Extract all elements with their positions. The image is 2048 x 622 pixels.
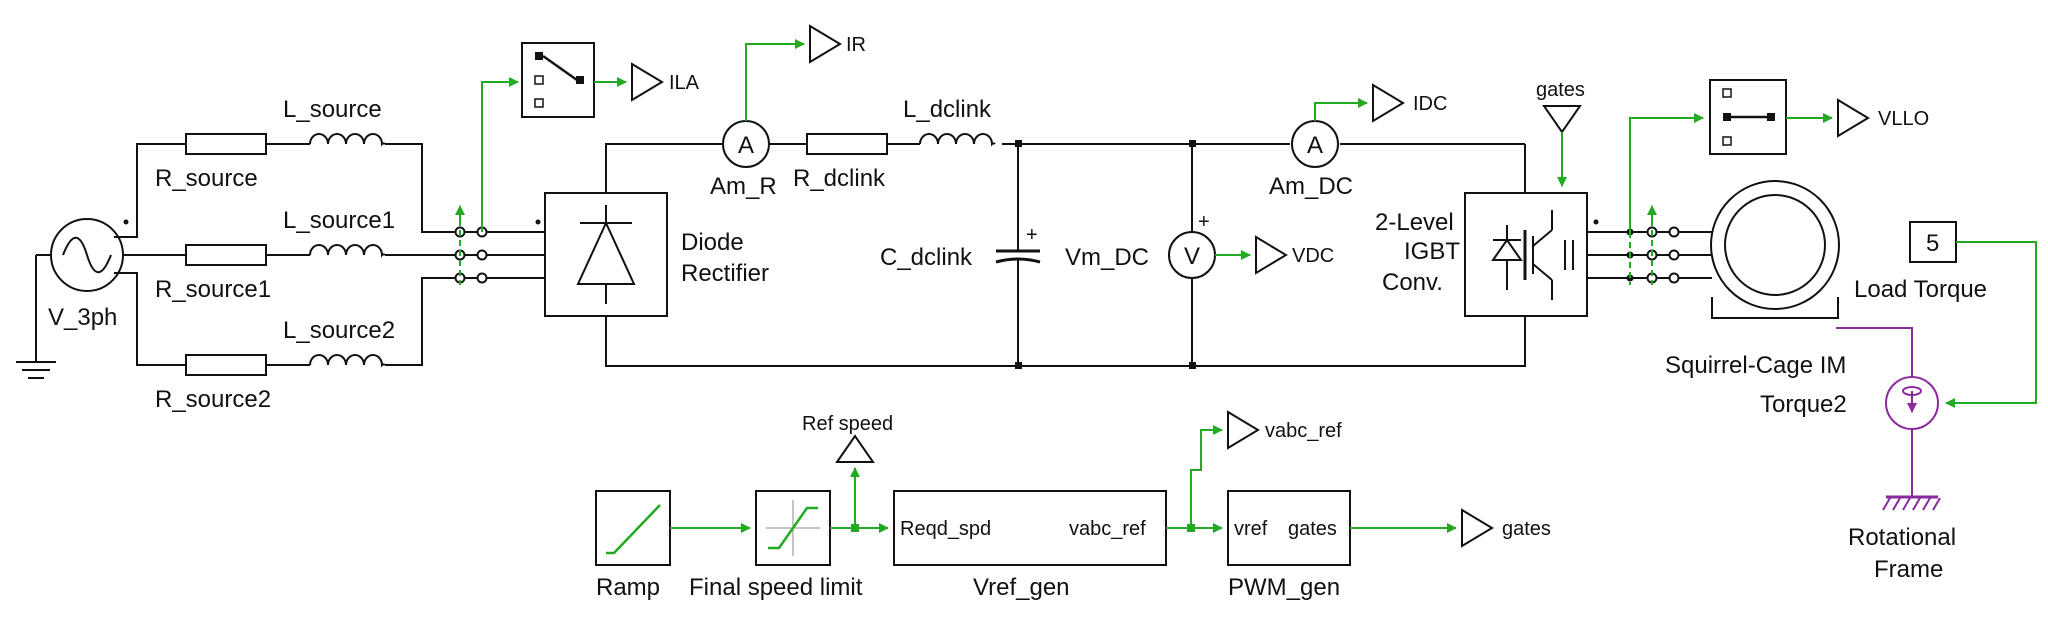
ramp-block[interactable] xyxy=(595,490,671,566)
goto-vabc-ref[interactable] xyxy=(1227,410,1260,450)
load-label: Load Torque xyxy=(1854,276,1987,303)
pwm-gen-block[interactable] xyxy=(1227,490,1351,566)
ammeter-label: Am_DC xyxy=(1269,173,1353,200)
resistor-label: R_dclink xyxy=(793,165,886,192)
vref-gen-block[interactable] xyxy=(893,490,1167,566)
goto-idc[interactable] xyxy=(1372,83,1405,123)
inductor-label: L_source1 xyxy=(283,207,395,234)
gates-goto-label: gates xyxy=(1502,518,1551,540)
pwm-gen-label: PWM_gen xyxy=(1228,574,1340,601)
current-tap-icon xyxy=(454,77,541,285)
goto-ir[interactable] xyxy=(809,24,842,64)
inductor-label: L_dclink xyxy=(903,96,992,123)
resistor-label: R_source2 xyxy=(155,386,271,413)
vref-gen-label: Vref_gen xyxy=(973,574,1070,601)
vref-gen-in-port: Reqd_spd xyxy=(900,518,991,540)
torque-source-label: Torque2 xyxy=(1760,391,1847,418)
resistor-r-dclink[interactable] xyxy=(806,133,888,155)
vref-gen-out-port: vabc_ref xyxy=(1069,518,1146,540)
load-torque-constant[interactable]: 5 xyxy=(1909,221,1957,263)
goto-ila[interactable] xyxy=(631,62,664,102)
capacitor-label: C_dclink xyxy=(880,244,973,271)
rotational-frame-icon xyxy=(1882,495,1941,511)
goto-vdc[interactable] xyxy=(1255,235,1288,275)
speed-limit-block[interactable] xyxy=(755,490,831,566)
probe-idc-label: IDC xyxy=(1413,93,1447,115)
motor-wires xyxy=(1587,113,1712,285)
ref-speed-label: Ref speed xyxy=(802,413,893,435)
induction-motor[interactable] xyxy=(1710,180,1840,319)
rectifier-label: Diode xyxy=(681,229,744,256)
pwm-in-port: vref xyxy=(1234,518,1268,540)
ammeter-label: Am_R xyxy=(710,173,777,200)
inductor-l-source1[interactable] xyxy=(309,244,386,258)
voltmeter-plus-icon: + xyxy=(1198,211,1210,233)
probe-vdc-label: VDC xyxy=(1292,245,1334,267)
ground-icon xyxy=(16,254,56,379)
inductor-label: L_source xyxy=(283,96,382,123)
igbt-converter[interactable] xyxy=(1464,192,1588,317)
ramp-label: Ramp xyxy=(596,574,660,601)
goto-gates[interactable] xyxy=(1461,508,1494,548)
rectifier-label: Rectifier xyxy=(681,260,769,287)
goto-vllo[interactable] xyxy=(1837,98,1870,138)
pwm-out-port: gates xyxy=(1288,518,1337,540)
motor-label: Squirrel-Cage IM xyxy=(1665,352,1846,379)
voltmeter-vm-dc[interactable]: V + xyxy=(1168,144,1216,366)
resistor-label: R_source xyxy=(155,165,258,192)
speed-limit-label: Final speed limit xyxy=(689,574,863,601)
vabc-ref-goto-label: vabc_ref xyxy=(1265,420,1342,442)
from-gates[interactable] xyxy=(1542,105,1582,134)
inductor-l-dclink[interactable] xyxy=(919,133,996,147)
ammeter-symbol: A xyxy=(738,132,754,159)
selector-vllo[interactable] xyxy=(1709,79,1787,155)
ammeter-am-dc[interactable]: A xyxy=(1291,120,1339,168)
ammeter-am-r[interactable]: A xyxy=(722,120,770,168)
ac-source[interactable] xyxy=(50,218,124,292)
resistor-r-source2[interactable] xyxy=(185,354,267,376)
converter-label: Conv. xyxy=(1382,269,1443,296)
converter-label: IGBT xyxy=(1404,238,1460,265)
selector-ila[interactable] xyxy=(521,42,595,118)
diode-rectifier[interactable] xyxy=(544,192,668,317)
torque-source[interactable] xyxy=(1885,376,1939,430)
voltmeter-label: Vm_DC xyxy=(1065,244,1149,271)
probe-vllo-label: VLLO xyxy=(1878,108,1929,130)
inductor-l-source[interactable] xyxy=(309,133,386,147)
probe-ila-label: ILA xyxy=(669,72,700,94)
resistor-r-source[interactable] xyxy=(185,133,267,155)
probe-ir-label: IR xyxy=(846,34,866,56)
inductor-label: L_source2 xyxy=(283,317,395,344)
rot-frame-label: Rotational xyxy=(1848,524,1956,551)
rot-frame-label: Frame xyxy=(1874,556,1943,583)
capacitor-c-dclink[interactable]: + xyxy=(995,144,1041,366)
capacitor-plus-icon: + xyxy=(1026,224,1038,246)
gates-from-label: gates xyxy=(1536,79,1585,101)
ammeter-symbol: A xyxy=(1307,132,1323,159)
inductor-l-source2[interactable] xyxy=(309,354,386,368)
voltmeter-symbol: V xyxy=(1184,243,1200,270)
resistor-label: R_source1 xyxy=(155,276,271,303)
source-label: V_3ph xyxy=(48,304,117,331)
load-value: 5 xyxy=(1926,230,1939,257)
goto-ref-speed[interactable] xyxy=(835,434,875,463)
resistor-r-source1[interactable] xyxy=(185,244,267,266)
converter-label: 2-Level xyxy=(1375,209,1454,236)
